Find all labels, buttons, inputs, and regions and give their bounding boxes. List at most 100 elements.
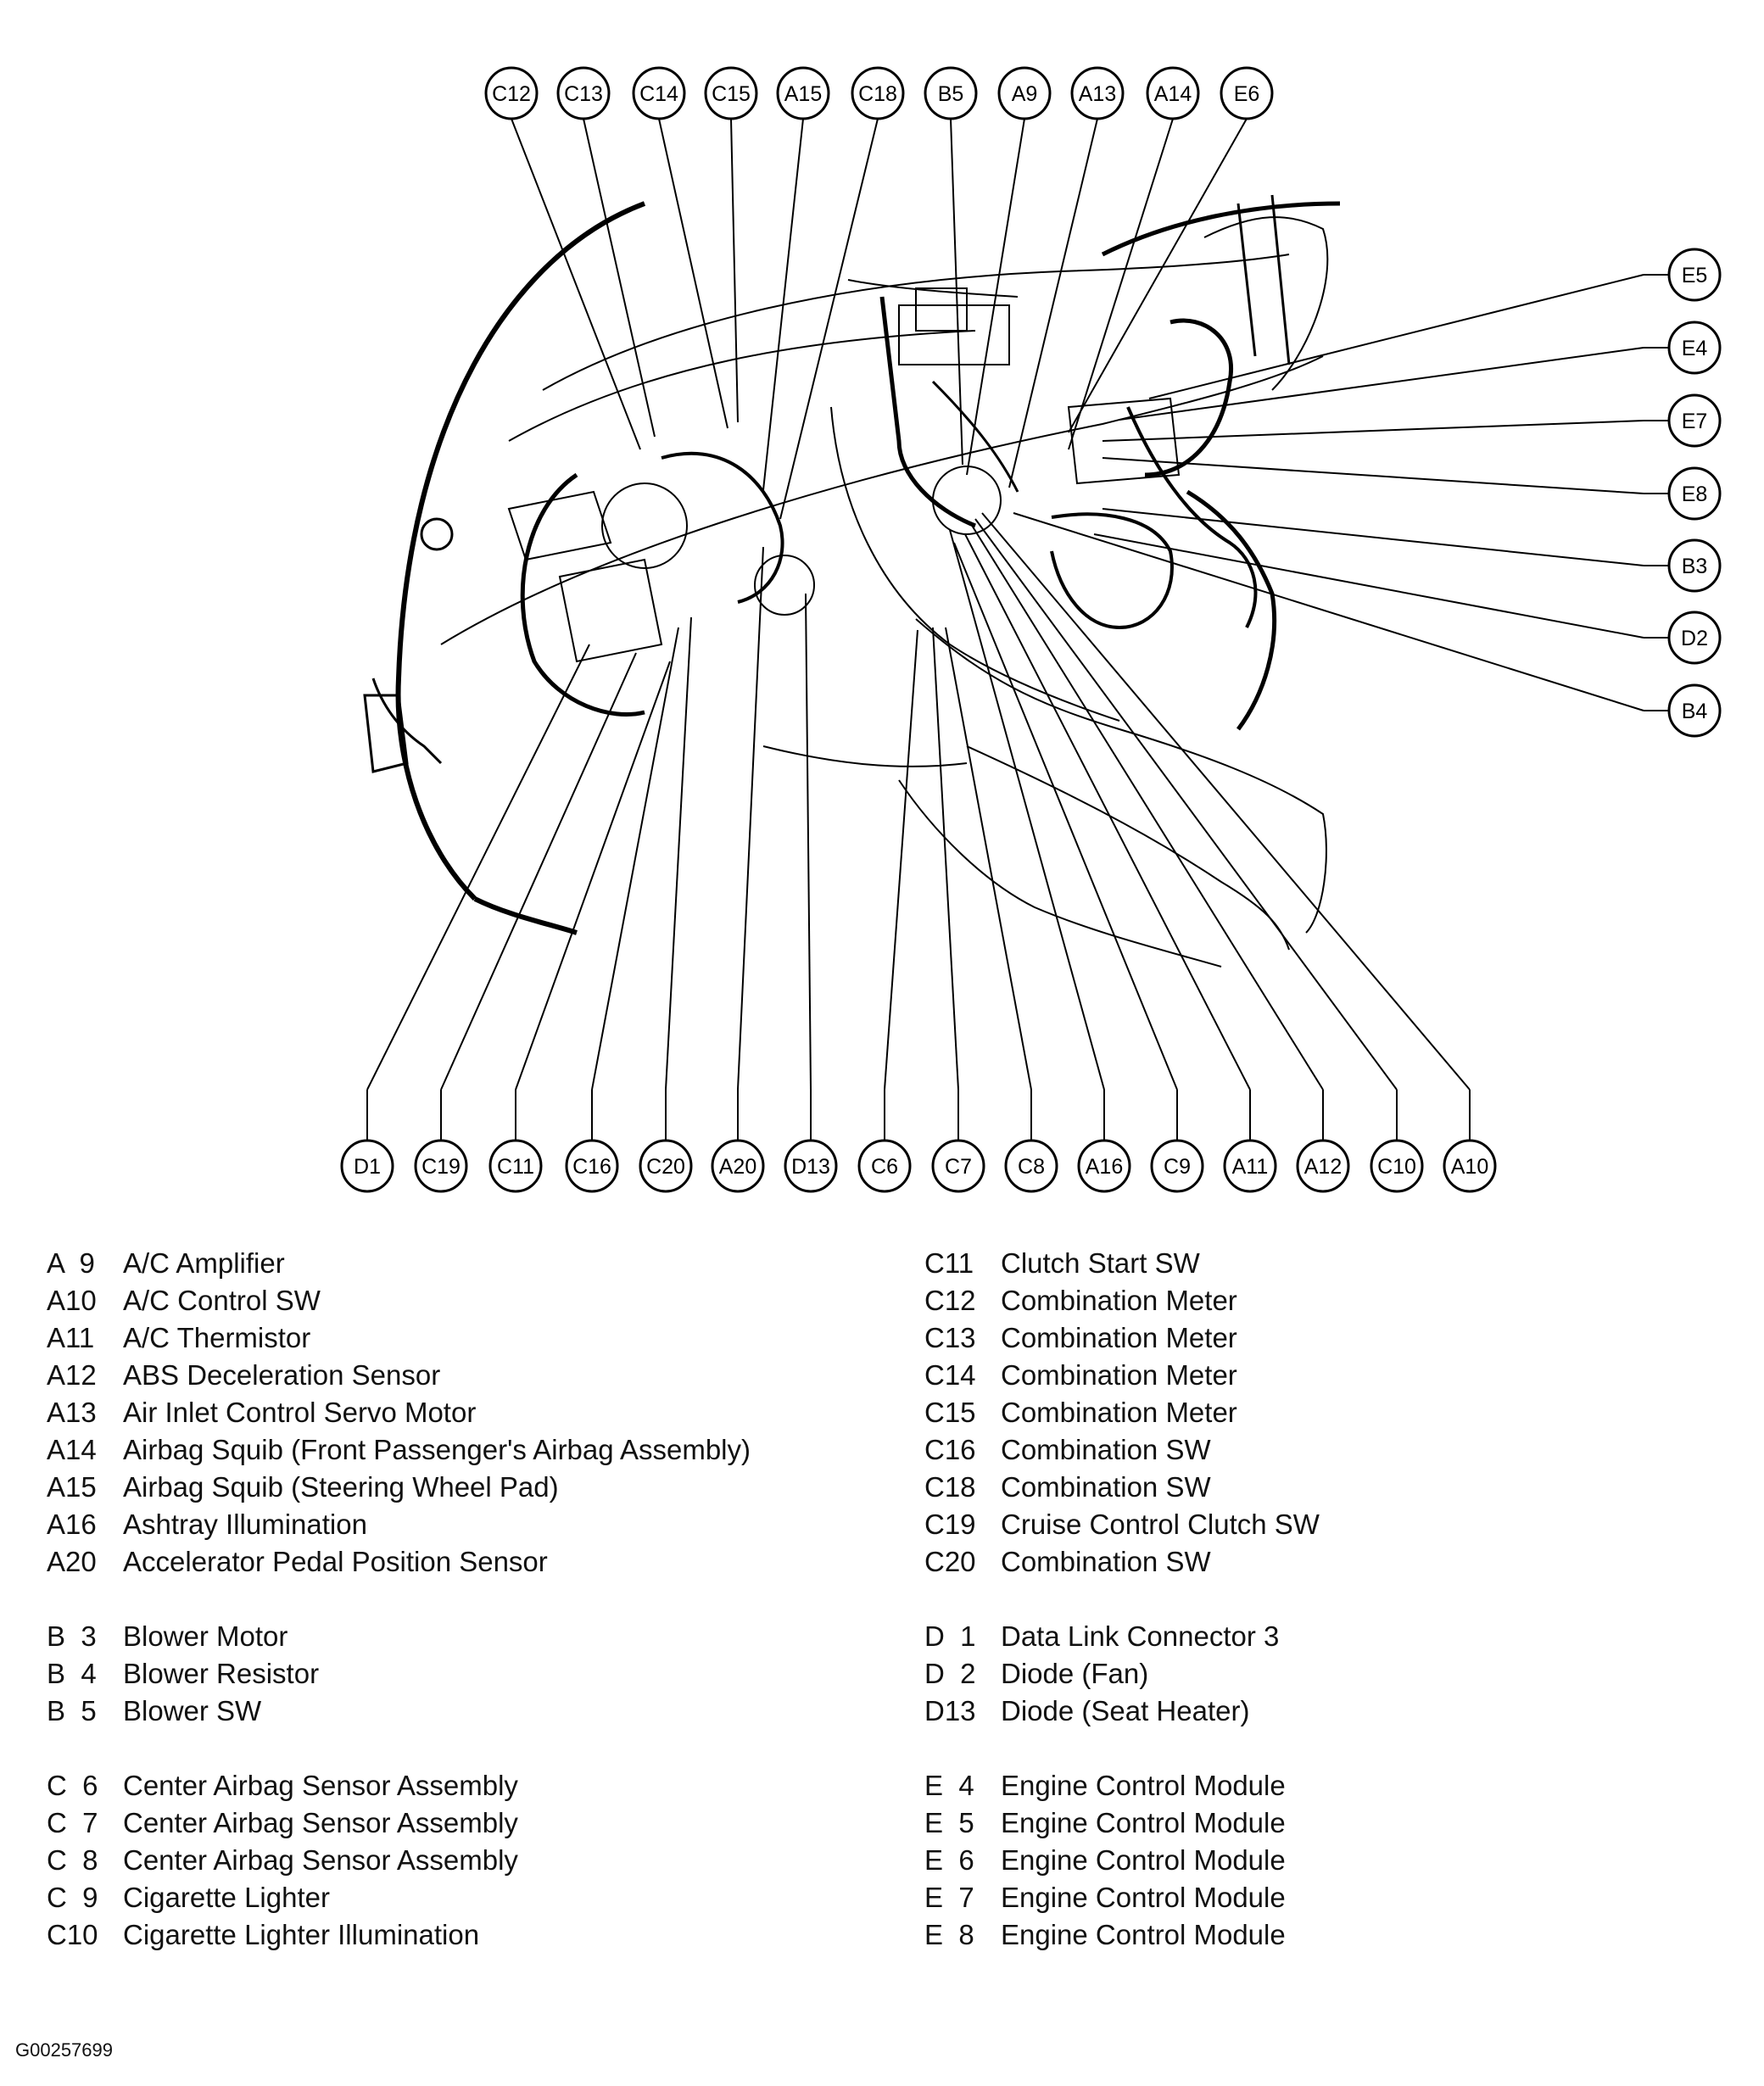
callout-d1: D1 — [340, 1139, 394, 1193]
callout-label: C14 — [639, 82, 678, 106]
callout-label: E7 — [1682, 410, 1708, 433]
legend-code: A10 — [47, 1285, 97, 1316]
legend-code: A12 — [47, 1359, 97, 1391]
callout-label: D13 — [791, 1155, 830, 1179]
legend-code: A11 — [47, 1322, 95, 1353]
callout-label: C6 — [871, 1155, 898, 1179]
legend-code: C10 — [47, 1919, 98, 1950]
leader-line — [665, 616, 692, 1090]
leader-line — [440, 652, 637, 1090]
callout-c9: C9 — [1150, 1139, 1204, 1193]
callout-label: E5 — [1682, 264, 1708, 287]
leader-line — [1102, 508, 1644, 566]
legend-description: Air Inlet Control Servo Motor — [123, 1397, 477, 1428]
legend-description: Cigarette Lighter Illumination — [123, 1919, 480, 1950]
callout-c6: C6 — [857, 1139, 912, 1193]
legend-description: Combination Meter — [1001, 1397, 1237, 1428]
legend-description: Center Airbag Sensor Assembly — [123, 1844, 518, 1876]
legend-description: Airbag Squib (Steering Wheel Pad) — [123, 1471, 559, 1503]
callout-c13: C13 — [556, 66, 611, 120]
legend-description: Blower SW — [123, 1695, 262, 1726]
legend-code: C20 — [924, 1546, 976, 1577]
callout-label: A20 — [719, 1155, 756, 1179]
callout-b3: B3 — [1667, 538, 1722, 593]
callout-c10: C10 — [1370, 1139, 1424, 1193]
callout-label: C15 — [712, 82, 751, 106]
callout-label: A14 — [1154, 82, 1192, 106]
callout-label: E8 — [1682, 482, 1708, 506]
callout-label: B3 — [1682, 555, 1708, 578]
callout-a14: A14 — [1146, 66, 1200, 120]
legend-description: Cruise Control Clutch SW — [1001, 1509, 1320, 1540]
legend-code: A16 — [47, 1509, 97, 1540]
callout-label: E6 — [1234, 82, 1260, 106]
legend-code: C16 — [924, 1434, 976, 1465]
legend-code: C14 — [924, 1359, 976, 1391]
callout-b4: B4 — [1667, 683, 1722, 738]
leader-line — [737, 546, 764, 1090]
callout-label: D1 — [354, 1155, 381, 1179]
callout-c19: C19 — [414, 1139, 468, 1193]
callout-label: A16 — [1086, 1155, 1123, 1179]
leader-line — [366, 644, 590, 1090]
callout-d2: D2 — [1667, 611, 1722, 665]
leader-line — [1102, 457, 1644, 494]
leader-line — [949, 529, 1105, 1090]
legend-code: C15 — [924, 1397, 976, 1428]
callout-c15: C15 — [704, 66, 758, 120]
leader-line — [945, 627, 1032, 1090]
callout-a13: A13 — [1070, 66, 1125, 120]
legend-description: Engine Control Module — [1001, 1844, 1286, 1876]
callout-label: E4 — [1682, 337, 1708, 360]
leader-line — [762, 118, 804, 491]
legend-description: ABS Deceleration Sensor — [123, 1359, 441, 1391]
legend-description: Blower Resistor — [123, 1658, 320, 1689]
legend-code: C 7 — [47, 1807, 98, 1838]
legend-code: A15 — [47, 1471, 97, 1503]
leader-line — [950, 118, 963, 466]
callout-e4: E4 — [1667, 321, 1722, 375]
callout-label: C7 — [945, 1155, 972, 1179]
leader-line — [591, 627, 679, 1090]
callout-label: C20 — [646, 1155, 685, 1179]
leader-line — [1068, 118, 1174, 450]
callout-label: A10 — [1451, 1155, 1488, 1179]
legend-description: A/C Amplifier — [123, 1247, 285, 1279]
callout-b5: B5 — [924, 66, 978, 120]
legend-code: E 8 — [924, 1919, 974, 1950]
legend-description: Combination SW — [1001, 1471, 1211, 1503]
legend-code: D 2 — [924, 1658, 976, 1689]
legend-code: A20 — [47, 1546, 97, 1577]
leader-line — [1102, 420, 1644, 442]
legend-code: E 4 — [924, 1770, 974, 1801]
callout-label: C10 — [1377, 1155, 1416, 1179]
callout-e7: E7 — [1667, 393, 1722, 448]
callout-c16: C16 — [565, 1139, 619, 1193]
legend-code: C12 — [924, 1285, 976, 1316]
legend-description: Combination Meter — [1001, 1322, 1237, 1353]
callout-c18: C18 — [851, 66, 905, 120]
legend-code: E 6 — [924, 1844, 974, 1876]
callout-label: C11 — [497, 1155, 534, 1179]
legend-description: Combination Meter — [1001, 1285, 1237, 1316]
leader-line — [1068, 118, 1248, 433]
leader-line — [953, 542, 1178, 1090]
legend-code: B 4 — [47, 1658, 97, 1689]
callout-a9: A9 — [997, 66, 1052, 120]
leader-line — [779, 118, 879, 520]
legend-description: A/C Control SW — [123, 1285, 321, 1316]
leader-line — [1093, 533, 1644, 639]
callout-label: B4 — [1682, 700, 1708, 723]
callout-a16: A16 — [1077, 1139, 1131, 1193]
legend-description: Data Link Connector 3 — [1001, 1620, 1280, 1652]
leader-line — [730, 118, 739, 423]
callout-label: C9 — [1164, 1155, 1191, 1179]
legend-description: Blower Motor — [123, 1620, 288, 1652]
callout-label: C18 — [858, 82, 897, 106]
legend-description: Engine Control Module — [1001, 1770, 1286, 1801]
leader-line — [884, 629, 918, 1090]
legend-description: Diode (Seat Heater) — [1001, 1695, 1250, 1726]
legend-description: A/C Thermistor — [123, 1322, 311, 1353]
